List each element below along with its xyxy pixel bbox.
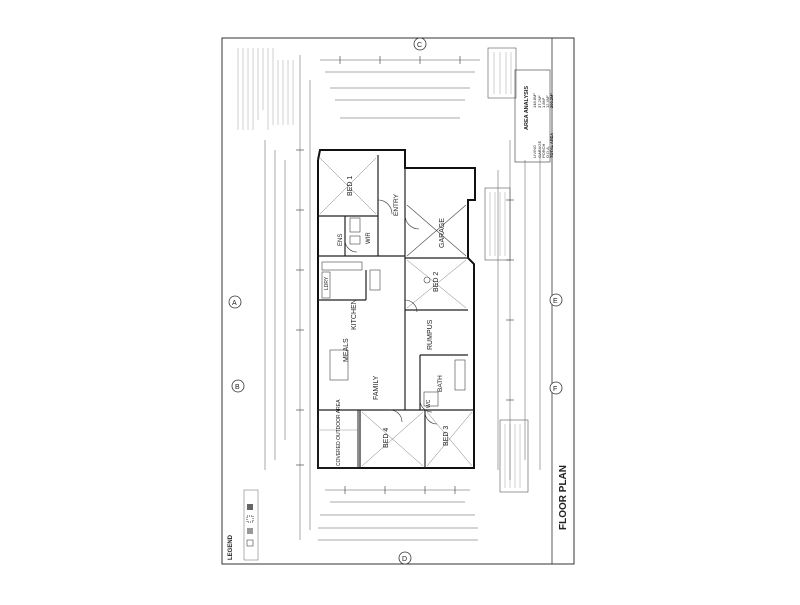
- grid-marker-b: B: [231, 379, 245, 393]
- room-wir-label: WIR: [366, 232, 372, 244]
- area-row-oda-label: O.D.A.: [545, 146, 550, 158]
- area-analysis-table: AREA ANALYSIS LIVING 148.8M² GARAGE 37.2…: [514, 69, 554, 163]
- svg-text:D: D: [402, 556, 407, 563]
- area-row-total-value: 200.2M²: [549, 93, 554, 108]
- area-row-living-value: 148.8M²: [532, 93, 537, 108]
- svg-text:E: E: [553, 298, 558, 305]
- legend-title: LEGEND: [228, 534, 234, 560]
- room-wc-label: WC: [426, 399, 432, 408]
- room-kitchen-label: KITCHEN: [351, 299, 358, 330]
- bedroom-cross-lines: [319, 157, 473, 467]
- room-bed3-label: BED 3: [443, 426, 450, 446]
- room-garage-label: GARAGE: [439, 218, 446, 248]
- area-row-porch-value: 1.8M²: [541, 97, 546, 108]
- area-row-oda-value: 12.4M²: [545, 95, 550, 108]
- room-ldry-label: LDRY: [324, 276, 330, 290]
- area-row-porch-label: PORCH: [541, 143, 546, 158]
- area-analysis-title: AREA ANALYSIS: [524, 86, 530, 130]
- area-row-garage-value: 37.2M²: [537, 95, 542, 108]
- room-entry-label: ENTRY: [393, 193, 400, 216]
- room-outdoor-label: COVERED OUTDOOR AREA: [336, 399, 342, 466]
- svg-text:F: F: [553, 386, 557, 393]
- dimension-lines: [264, 55, 541, 541]
- door-swings: [344, 199, 438, 425]
- room-bed4-label: BED 4: [383, 428, 390, 448]
- grid-marker-d: D: [398, 551, 412, 565]
- fixtures: [321, 217, 466, 407]
- area-row-living-label: LIVING: [532, 145, 537, 158]
- grid-marker-c: C: [413, 37, 427, 51]
- room-ens-label: ENS: [338, 234, 344, 246]
- building-outline: [317, 149, 476, 469]
- room-bed1-label: BED 1: [347, 176, 354, 196]
- interior-walls: [318, 155, 474, 468]
- sheet-border: [221, 37, 575, 565]
- room-bath-label: BATH: [437, 375, 444, 392]
- svg-text:A: A: [232, 300, 237, 307]
- covered-outdoor-area: [317, 409, 359, 469]
- garage-cross: [406, 204, 467, 257]
- general-notes-block: [237, 48, 294, 130]
- room-meals-label: MEALS: [343, 338, 350, 362]
- room-rumpus-label: RUMPUS: [427, 319, 434, 350]
- room-bed2-label: BED 2: [433, 272, 440, 292]
- svg-text:B: B: [235, 384, 240, 391]
- floor-plan-title: FLOOR PLAN: [558, 465, 569, 530]
- grid-marker-e: E: [549, 293, 563, 307]
- area-row-total-label: TOTAL AREA: [549, 133, 554, 158]
- grid-marker-f: F: [549, 381, 563, 395]
- svg-text:C: C: [417, 42, 422, 49]
- legend-block: [243, 489, 259, 561]
- area-row-garage-label: GARAGE: [537, 141, 542, 158]
- grid-marker-a: A: [228, 295, 242, 309]
- room-family-label: FAMILY: [373, 375, 380, 400]
- dimension-ticks: [296, 56, 514, 494]
